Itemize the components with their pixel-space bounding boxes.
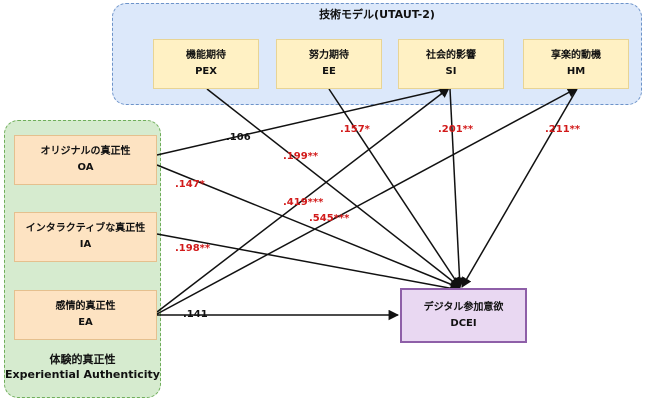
experiential-group-title-en: Experiential Authenticity bbox=[5, 368, 160, 381]
coef-ea-dcei: .141 bbox=[183, 309, 208, 320]
arrow-ea-si bbox=[156, 87, 450, 313]
node-si: 社会的影響 SI bbox=[398, 39, 504, 89]
node-pex-abbr: PEX bbox=[195, 66, 217, 77]
node-ia-abbr: IA bbox=[79, 239, 92, 250]
node-ea: 感情的真正性 EA bbox=[14, 290, 157, 340]
arrow-ea-hm bbox=[156, 87, 578, 315]
coef-ea-si: .419*** bbox=[283, 197, 324, 208]
node-oa-abbr: OA bbox=[77, 162, 94, 173]
node-ea-label: 感情的真正性 bbox=[55, 301, 116, 312]
coef-oa-dcei: .147* bbox=[175, 179, 205, 190]
coef-pex-dcei: .199** bbox=[283, 151, 319, 162]
arrow-ee-dcei bbox=[328, 88, 461, 288]
node-hm-label: 享楽的動機 bbox=[551, 50, 601, 61]
node-dcei-label: デジタル参加意欲 bbox=[423, 301, 504, 313]
arrow-oa-dcei bbox=[156, 164, 461, 290]
arrow-pex-dcei bbox=[206, 88, 461, 288]
node-oa-label: オリジナルの真正性 bbox=[40, 146, 131, 157]
arrow-si-dcei bbox=[449, 88, 465, 289]
node-dcei-abbr: DCEI bbox=[450, 317, 477, 329]
utaut-group-title: 技術モデル(UTAUT-2) bbox=[319, 8, 435, 21]
arrow-hm-dcei bbox=[461, 88, 578, 288]
experiential-group-title-jp: 体験的真正性 bbox=[49, 353, 116, 366]
node-hm-abbr: HM bbox=[566, 66, 586, 77]
node-dcei: デジタル参加意欲 DCEI bbox=[400, 288, 527, 343]
coef-ee-dcei: .157* bbox=[340, 124, 370, 135]
node-ee: 努力期待 EE bbox=[276, 39, 382, 89]
node-ia: インタラクティブな真正性 IA bbox=[14, 212, 157, 262]
node-ee-abbr: EE bbox=[322, 66, 336, 77]
node-si-abbr: SI bbox=[445, 66, 457, 77]
node-ee-label: 努力期待 bbox=[309, 50, 349, 61]
arrow-ia-dcei bbox=[156, 233, 462, 294]
node-hm: 享楽的動機 HM bbox=[523, 39, 629, 89]
arrow-oa-si bbox=[156, 84, 451, 156]
node-ea-abbr: EA bbox=[78, 317, 93, 328]
coef-si-dcei: .201** bbox=[438, 124, 474, 135]
node-ia-label: インタラクティブな真正性 bbox=[25, 223, 146, 234]
coef-ia-dcei: .198** bbox=[175, 243, 211, 254]
node-oa: オリジナルの真正性 OA bbox=[14, 135, 157, 185]
coef-hm-dcei: .211** bbox=[545, 124, 581, 135]
node-si-label: 社会的影響 bbox=[426, 50, 476, 61]
node-pex-label: 機能期待 bbox=[186, 50, 226, 61]
coef-ea-hm: .545*** bbox=[309, 213, 350, 224]
coef-oa-si: .106 bbox=[226, 132, 251, 143]
node-pex: 機能期待 PEX bbox=[153, 39, 259, 89]
